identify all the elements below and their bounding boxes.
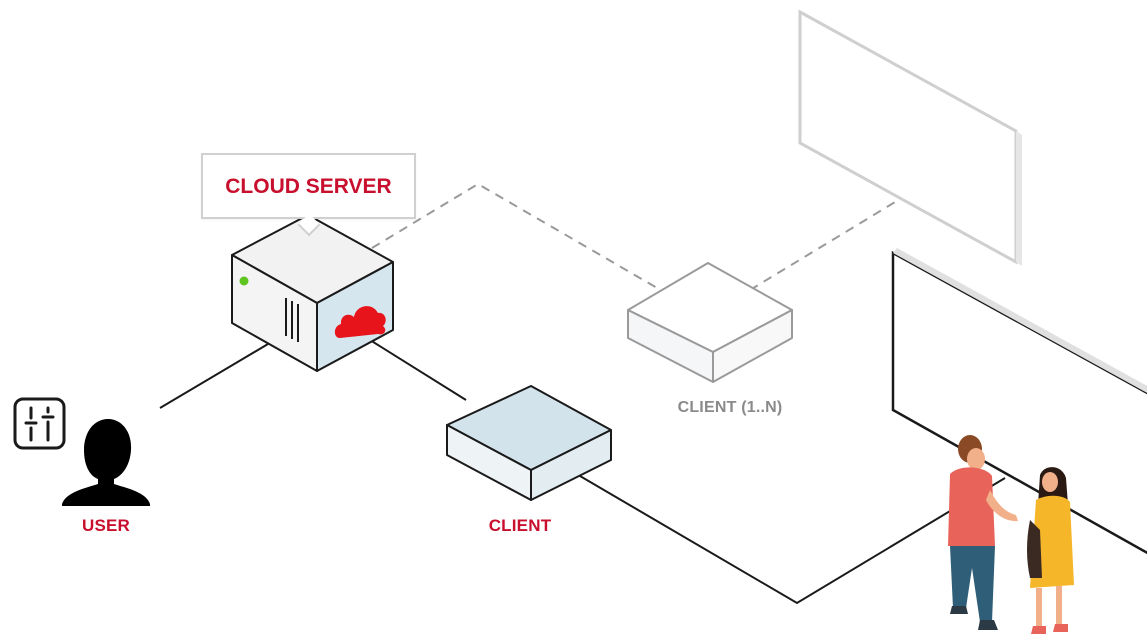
sliders-icon bbox=[13, 397, 66, 450]
user-to-server-line bbox=[159, 343, 269, 409]
person-man bbox=[948, 435, 1018, 630]
client-n-to-display-dashed-line bbox=[749, 195, 906, 291]
display-screen-top bbox=[798, 9, 1022, 266]
cloud-server-label: CLOUD SERVER bbox=[225, 175, 392, 198]
client-n-device bbox=[627, 262, 793, 383]
connection-lines bbox=[159, 339, 1006, 605]
user-silhouette-icon bbox=[62, 419, 150, 506]
cloud-server-callout: CLOUD SERVER bbox=[201, 153, 416, 237]
client-to-display-line bbox=[579, 475, 1006, 605]
people-illustration bbox=[948, 435, 1074, 634]
client-n-label: CLIENT (1..N) bbox=[677, 399, 783, 416]
dashed-connections bbox=[371, 182, 906, 293]
vent-slots-icon bbox=[285, 298, 299, 342]
status-led-icon bbox=[239, 276, 249, 286]
server-to-client-line bbox=[369, 339, 467, 401]
display-screen-bottom bbox=[891, 248, 1147, 555]
client-label: CLIENT bbox=[488, 516, 552, 535]
cloud-icon bbox=[334, 306, 386, 338]
cloud-server bbox=[231, 214, 394, 372]
person-woman bbox=[1027, 467, 1074, 634]
user-label: USER bbox=[81, 516, 131, 535]
client-device bbox=[446, 385, 612, 501]
